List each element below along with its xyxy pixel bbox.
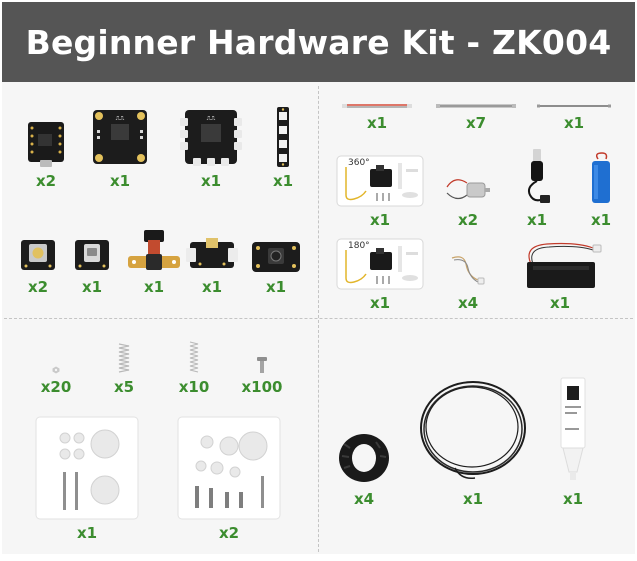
kit-item-servo-360: 360° x1 [335, 155, 425, 229]
cable-icon [537, 102, 611, 110]
quantity-label: x1 [265, 278, 287, 296]
kit-item-joystick: x2 [16, 228, 60, 296]
kit-item-usb-charger: x1 [512, 138, 562, 229]
quantity-label: x2 [27, 278, 49, 296]
button-module-icon [73, 236, 111, 274]
cable-icon [342, 102, 412, 110]
kit-item-button-module: x1 [70, 228, 114, 296]
kit-item-cable-grey: x7 [430, 98, 522, 132]
quantity-label: x1 [109, 172, 131, 190]
quantity-label: x1 [76, 524, 98, 542]
screw-icon [256, 356, 268, 374]
quantity-label: x1 [549, 294, 571, 312]
kit-item-battery-box: x1 [512, 236, 608, 312]
quantity-label: x1 [563, 114, 585, 132]
quantity-label: x2 [35, 172, 57, 190]
quantity-label: x2 [457, 211, 479, 229]
quantity-label: x1 [562, 490, 584, 508]
quantity-label: x20 [40, 378, 72, 396]
cable-icon [436, 102, 516, 110]
microcontroller-board-icon [26, 120, 66, 168]
quantity-label: x1 [200, 172, 222, 190]
horizontal-divider [4, 318, 633, 319]
kit-item-cable-short: x1 [332, 98, 422, 132]
servo-motor-icon: 180° [336, 238, 424, 290]
quantity-label: x5 [113, 378, 135, 396]
quantity-label: x100 [241, 378, 283, 396]
quantity-label: x7 [465, 114, 487, 132]
quantity-label: x4 [457, 294, 479, 312]
kit-item-tire: x4 [332, 404, 396, 508]
quantity-label: x1 [201, 278, 223, 296]
grease-tube-icon [558, 376, 588, 486]
servo-angle-label: 360° [348, 158, 370, 168]
kit-item-spring-small: x10 [176, 334, 212, 396]
led-strip-icon [274, 106, 292, 168]
battery-icon [584, 151, 618, 207]
usb-charger-icon [520, 147, 554, 207]
tact-button-icon [250, 240, 302, 274]
led-wire-icon [448, 250, 488, 290]
wire-coil-icon [415, 376, 531, 486]
servo-motor-icon: 360° [336, 155, 424, 207]
quantity-label: x10 [178, 378, 210, 396]
switch-module-icon [126, 228, 182, 274]
kit-item-cable-long: x1 [534, 98, 614, 132]
vertical-divider [318, 86, 319, 552]
quantity-label: x1 [81, 278, 103, 296]
kit-item-servo-180: 180° x1 [335, 238, 425, 312]
kit-item-tact-button: x1 [248, 230, 304, 296]
header-banner: Beginner Hardware Kit - ZK004 [2, 2, 635, 82]
kit-item-expansion-board: ⎍⎍ x1 [176, 96, 246, 190]
kit-item-battery: x1 [574, 136, 628, 229]
kit-item-sensor-module: x1 [184, 228, 240, 296]
kit-item-spring-large: x5 [106, 334, 142, 396]
servo-angle-label: 180° [348, 241, 370, 251]
quantity-label: x4 [353, 490, 375, 508]
quantity-label: x1 [272, 172, 294, 190]
expansion-board-icon: ⎍⎍ [89, 106, 151, 168]
kit-item-gear-set: x2 [176, 412, 282, 542]
kit-item-wire-coil: x1 [414, 360, 532, 508]
kit-item-expansion-board: ⎍⎍ x1 [86, 96, 154, 190]
nut-icon [52, 366, 60, 374]
kit-item-switch-module: x1 [124, 222, 184, 296]
quantity-label: x2 [218, 524, 240, 542]
kit-item-gear-set: x1 [34, 412, 140, 542]
kit-item-dc-motor: x2 [438, 160, 498, 229]
quantity-label: x1 [526, 211, 548, 229]
sensor-module-icon [184, 236, 240, 274]
expansion-board-icon: ⎍⎍ [179, 106, 243, 168]
quantity-label: x1 [590, 211, 612, 229]
svg-text:⎍⎍: ⎍⎍ [116, 115, 125, 122]
gear-set-icon [35, 416, 139, 520]
svg-text:⎍⎍: ⎍⎍ [207, 115, 216, 122]
page-title: Beginner Hardware Kit - ZK004 [25, 22, 612, 62]
quantity-label: x1 [369, 294, 391, 312]
battery-box-icon [517, 240, 603, 290]
quantity-label: x1 [369, 211, 391, 229]
kit-item-screw: x100 [240, 348, 284, 396]
kit-item-nut: x20 [36, 360, 76, 396]
gear-set-icon [177, 416, 281, 520]
quantity-label: x1 [462, 490, 484, 508]
kit-item-controller-board: x2 [20, 98, 72, 190]
kit-item-led-wire: x4 [440, 240, 496, 312]
quantity-label: x1 [143, 278, 165, 296]
dc-motor-icon [445, 173, 491, 207]
spring-icon [188, 340, 200, 374]
quantity-label: x1 [366, 114, 388, 132]
kit-item-grease: x1 [548, 360, 598, 508]
joystick-module-icon [19, 236, 57, 274]
spring-icon [117, 342, 131, 374]
kit-item-rgb-strip: x1 [266, 96, 300, 190]
tire-icon [336, 430, 392, 486]
